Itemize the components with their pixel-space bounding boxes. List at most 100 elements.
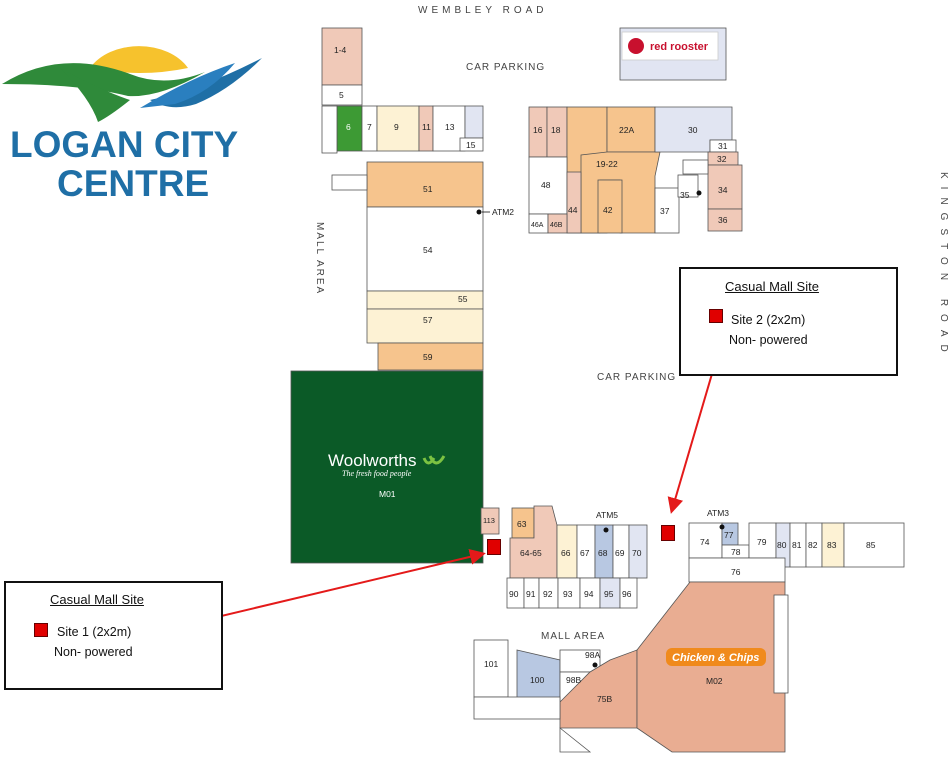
label-77: 77 xyxy=(724,530,734,540)
kingston-road-label: KINGSTON ROAD xyxy=(934,172,949,367)
label-7: 7 xyxy=(367,122,372,132)
atm35-dot xyxy=(696,190,702,196)
legend-site2-swatch xyxy=(709,309,723,323)
label-15: 15 xyxy=(466,140,476,150)
label-19-22: 19-22 xyxy=(596,159,618,169)
shop-46b[interactable] xyxy=(547,213,568,234)
label-74: 74 xyxy=(700,537,710,547)
arrow-site2 xyxy=(667,349,720,514)
label-94: 94 xyxy=(584,589,594,599)
label-76: 76 xyxy=(731,567,741,577)
site1-marker[interactable] xyxy=(487,539,501,555)
chicken-chips-sign xyxy=(666,648,766,666)
label-66: 66 xyxy=(561,548,571,558)
label-42: 42 xyxy=(603,205,613,215)
shop-57[interactable] xyxy=(366,308,484,344)
label-93: 93 xyxy=(563,589,573,599)
label-100: 100 xyxy=(530,675,544,685)
label-78: 78 xyxy=(731,547,741,557)
atm5-dot xyxy=(603,527,609,533)
shop-left-small[interactable] xyxy=(321,105,338,154)
m02-notch xyxy=(773,594,789,694)
shop-13b[interactable] xyxy=(464,105,484,139)
label-34: 34 xyxy=(718,185,728,195)
shop-35[interactable] xyxy=(677,174,699,198)
site2-marker[interactable] xyxy=(661,525,675,541)
label-82: 82 xyxy=(808,540,818,550)
shop-74[interactable] xyxy=(688,522,723,559)
label-54: 54 xyxy=(423,245,433,255)
car-parking-top-label: CAR PARKING xyxy=(466,62,546,73)
label-9: 9 xyxy=(394,122,399,132)
label-92: 92 xyxy=(543,589,553,599)
shop-48[interactable] xyxy=(528,156,568,215)
label-85: 85 xyxy=(866,540,876,550)
shop-51[interactable] xyxy=(366,161,484,208)
shop-85[interactable] xyxy=(843,522,905,568)
red-rooster-wordmark: red rooster xyxy=(650,41,709,53)
label-35: 35 xyxy=(680,190,690,200)
shop-36[interactable] xyxy=(707,208,743,232)
woolworths-wordmark: Woolworths xyxy=(328,451,417,470)
shop-9[interactable] xyxy=(376,105,420,152)
arrow-site1 xyxy=(174,548,486,628)
shop-113[interactable] xyxy=(480,507,500,535)
legend-site1-power: Non- powered xyxy=(54,645,133,659)
label-11: 11 xyxy=(422,122,431,132)
shop-59[interactable] xyxy=(377,342,484,371)
logan-city-centre-logo: LOGAN CITY CENTRE xyxy=(0,38,262,204)
anchor-m02[interactable] xyxy=(636,581,786,753)
shop-6[interactable] xyxy=(336,105,363,152)
shop-15[interactable] xyxy=(459,137,484,152)
legend-site2-size: Site 2 (2x2m) xyxy=(731,313,806,327)
label-101: 101 xyxy=(484,659,498,669)
wembley-road-label: WEMBLEY ROAD xyxy=(418,5,548,16)
label-55: 55 xyxy=(458,294,468,304)
shop-37[interactable] xyxy=(654,187,680,234)
shop-70[interactable] xyxy=(628,524,648,579)
shop-small-corner[interactable] xyxy=(682,159,709,175)
label-67: 67 xyxy=(580,548,590,558)
lower-left-block xyxy=(473,696,561,720)
shop-5[interactable] xyxy=(321,84,363,106)
lower-stub xyxy=(559,727,592,753)
shop-76[interactable] xyxy=(688,557,786,583)
label-81: 81 xyxy=(792,540,802,550)
shop-44[interactable] xyxy=(566,171,582,234)
woolworths-m01[interactable] xyxy=(290,370,484,564)
mall-area-bottom-label: MALL AREA xyxy=(541,631,606,642)
block-top-left xyxy=(331,174,368,191)
legend-site1-swatch xyxy=(34,623,48,637)
label-16: 16 xyxy=(533,125,543,135)
label-59: 59 xyxy=(423,352,433,362)
label-98b: 98B xyxy=(566,675,581,685)
logo-emblem xyxy=(2,46,262,122)
red-rooster-logo-icon xyxy=(628,38,644,54)
label-57: 57 xyxy=(423,315,433,325)
shop-1-4[interactable] xyxy=(321,27,363,86)
label-91: 91 xyxy=(526,589,536,599)
woolworths-logo-icon xyxy=(422,455,446,465)
shop-101[interactable] xyxy=(473,639,509,698)
label-5: 5 xyxy=(339,90,344,100)
label-79: 79 xyxy=(757,537,767,547)
legend-site1-title: Casual Mall Site xyxy=(50,592,144,607)
shop-42[interactable] xyxy=(597,179,623,234)
atm98a-dot xyxy=(592,662,598,668)
label-37: 37 xyxy=(660,206,670,216)
shop-96[interactable] xyxy=(619,577,638,609)
label-44: 44 xyxy=(568,205,578,215)
label-80: 80 xyxy=(777,540,787,550)
shop-22a[interactable] xyxy=(606,106,656,153)
label-95: 95 xyxy=(604,589,614,599)
label-18: 18 xyxy=(551,125,561,135)
label-46b: 46B xyxy=(550,222,563,229)
label-31: 31 xyxy=(718,141,728,151)
label-96: 96 xyxy=(622,589,632,599)
legend-site2-power: Non- powered xyxy=(729,333,808,347)
label-atm5: ATM5 xyxy=(596,510,618,520)
label-30: 30 xyxy=(688,125,698,135)
label-atm2: ATM2 xyxy=(492,207,514,217)
label-13: 13 xyxy=(445,122,455,132)
